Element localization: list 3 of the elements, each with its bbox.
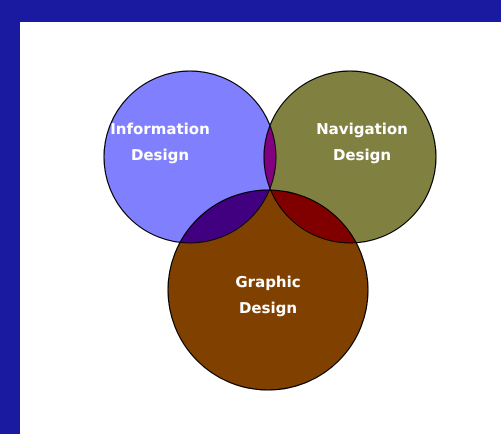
circle-label: Navigation Design <box>315 119 409 166</box>
circle-label: Information Design <box>109 119 211 166</box>
circle-label: Graphic Design <box>234 272 302 319</box>
